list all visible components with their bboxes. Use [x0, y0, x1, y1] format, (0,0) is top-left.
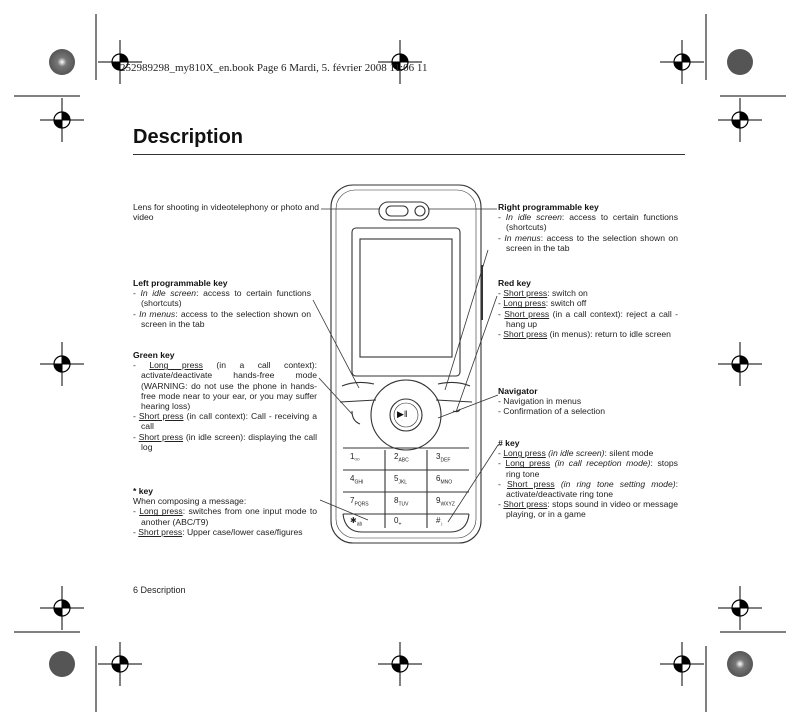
green-key-heading: Green key [133, 350, 175, 360]
key-6: 6MNO [436, 474, 453, 486]
green-key-block: Green key - Long press (in a call contex… [133, 350, 318, 452]
bottom-right-star-mark [727, 651, 753, 677]
key-2: 2ABC [394, 452, 409, 464]
navigator-center-icon: ▶‖ [397, 409, 408, 419]
key-9: 9WXYZ [436, 496, 455, 508]
key-5: 5JKL [394, 474, 408, 486]
key-8: 8TUV [394, 496, 409, 508]
right-key-heading: Right programmable key [498, 202, 599, 212]
navigator-block: Navigator - Navigation in menus - Confir… [498, 386, 678, 417]
page-title: Description [133, 126, 244, 148]
red-key-heading: Red key [498, 278, 531, 288]
bottom-left-dot-mark [49, 651, 75, 677]
right-key-block: Right programmable key - In idle screen:… [498, 202, 678, 253]
key-hash: #↕ [436, 516, 443, 528]
key-3: 3DEF [436, 452, 451, 464]
key-4: 4GHI [350, 474, 364, 486]
page-footer: 6 Description [133, 585, 186, 595]
hash-key-block: # key - Long press (in idle screen): sil… [498, 438, 678, 520]
title-rule [133, 154, 685, 155]
red-key-block: Red key - Short press: switch on - Long … [498, 278, 678, 340]
star-key-heading: * key [133, 486, 154, 496]
navigator-heading: Navigator [498, 386, 538, 396]
key-7: 7PQRS [350, 496, 369, 508]
lens-description: Lens for shooting in videotelephony or p… [133, 202, 319, 223]
left-key-block: Left programmable key - In idle screen: … [133, 278, 312, 329]
left-key-heading: Left programmable key [133, 278, 228, 288]
key-1: 1ᴼᴼ [350, 452, 360, 464]
top-right-dot-mark [727, 49, 753, 75]
star-key-block: * key When composing a message: - Long p… [133, 486, 317, 537]
top-left-star-mark [49, 49, 75, 75]
book-header: 252989298_my810X_en.book Page 6 Mardi, 5… [120, 62, 428, 74]
key-star: ✱ab [350, 516, 363, 528]
key-0: 0+ [394, 516, 402, 528]
hash-key-heading: # key [498, 438, 520, 448]
